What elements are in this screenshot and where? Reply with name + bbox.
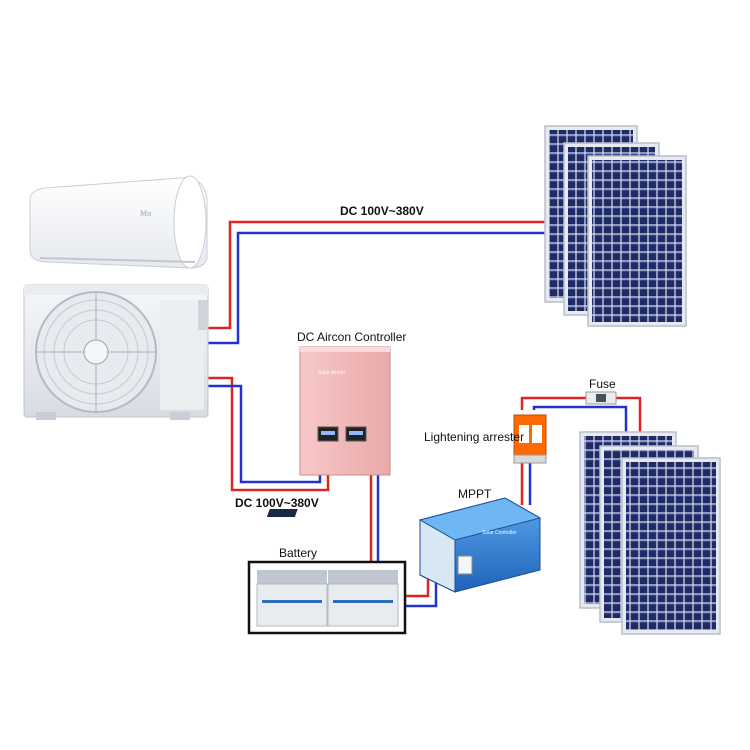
voltage-label-top: DC 100V~380V xyxy=(340,204,424,218)
fuse-icon xyxy=(585,391,617,405)
lightning-arrester-icon xyxy=(513,414,547,464)
mppt-label: MPPT xyxy=(458,487,492,501)
controller-brand-text: Solar Aircon xyxy=(318,370,345,376)
wire-top-positive xyxy=(207,220,548,330)
controller-label: DC Aircon Controller xyxy=(297,330,407,344)
wire-top-negative xyxy=(207,231,548,345)
dc-aircon-controller-icon: Solar Aircon xyxy=(299,346,391,476)
battery-icon xyxy=(247,560,407,635)
wire-arrester-fuse-positive xyxy=(520,396,586,410)
solar-panel-icon xyxy=(587,155,687,327)
ac-outdoor-unit-icon xyxy=(23,284,209,420)
fuse-label: Fuse xyxy=(589,377,616,391)
battery-cell xyxy=(256,570,328,627)
mppt-charge-controller-icon: Solar Controller xyxy=(266,497,542,593)
wiring xyxy=(207,220,642,608)
wire-bottom-positive xyxy=(207,376,330,492)
solar-panel-array-bottom xyxy=(579,431,721,635)
battery-label: Battery xyxy=(279,546,318,560)
wire-arrester-panel-negative xyxy=(532,405,628,440)
mppt-brand-text: Solar Controller xyxy=(482,530,517,536)
battery-cell xyxy=(327,570,399,627)
wire-fuse-panel-positive xyxy=(616,396,642,440)
solar-panel-icon xyxy=(621,457,721,635)
arrester-label: Lightening arrester xyxy=(424,430,525,444)
solar-panel-array-top xyxy=(544,125,687,327)
svg-text:Mo: Mo xyxy=(140,210,151,218)
voltage-label-bottom: DC 100V~380V xyxy=(235,496,319,510)
split-ac-indoor-unit-icon: Mo xyxy=(29,175,208,269)
wire-bottom-negative xyxy=(207,384,322,484)
